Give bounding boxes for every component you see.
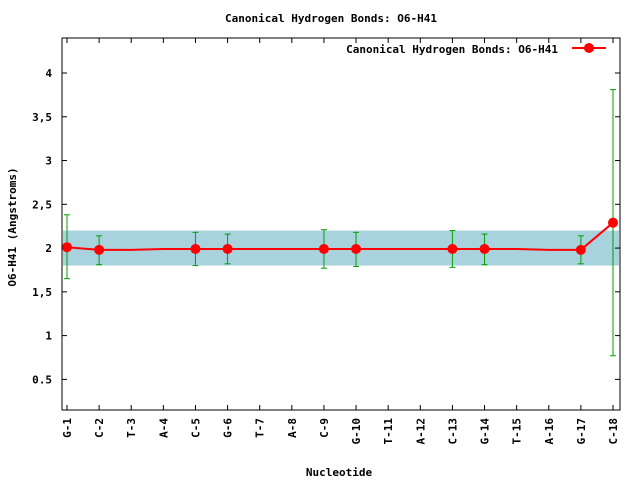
data-point: [318, 243, 329, 254]
x-tick-label: A-12: [414, 418, 427, 445]
data-point: [190, 243, 201, 254]
y-tick-label: 1,5: [32, 286, 52, 299]
x-tick-label: C-5: [189, 418, 202, 438]
x-tick-label: A-8: [286, 418, 299, 438]
y-tick-label: 3: [45, 155, 52, 168]
x-tick-label: A-4: [157, 418, 170, 438]
y-tick-label: 4: [45, 67, 52, 80]
x-tick-label: G-10: [350, 418, 363, 445]
x-tick-label: T-3: [125, 418, 138, 438]
y-tick-label: 3,5: [32, 111, 52, 124]
data-point: [447, 243, 458, 254]
data-point: [62, 242, 72, 253]
y-axis-label: O6-H41 (Angstroms): [6, 167, 19, 286]
x-tick-label: C-2: [93, 418, 106, 438]
data-point: [479, 243, 490, 254]
data-point: [608, 217, 618, 228]
x-axis-label: Nucleotide: [306, 466, 373, 479]
legend: Canonical Hydrogen Bonds: O6-H41: [346, 43, 606, 56]
y-tick-label: 2,5: [32, 198, 52, 211]
x-tick-label: C-18: [607, 418, 620, 445]
series-layer: [62, 89, 618, 357]
x-tick-label: A-16: [543, 418, 556, 445]
x-tick-label: T-15: [511, 418, 524, 445]
x-tick-label: C-9: [318, 418, 331, 438]
data-point: [575, 244, 586, 255]
series-line: [66, 221, 614, 251]
y-tick-label: 2: [45, 242, 52, 255]
y-tick-label: 1: [45, 330, 52, 343]
plot-frame: [61, 37, 621, 411]
data-point: [351, 243, 362, 254]
data-point: [94, 244, 105, 255]
chart-title: Canonical Hydrogen Bonds: O6-H41: [225, 12, 437, 25]
x-tick-label: C-13: [446, 418, 459, 445]
x-tick-label: G-14: [479, 418, 492, 445]
y-tick-label: 0.5: [32, 373, 52, 386]
x-tick-label: G-1: [61, 418, 74, 438]
x-tick-label: G-17: [575, 418, 588, 445]
x-tick-label: G-6: [222, 418, 235, 438]
x-tick-label: T-7: [254, 418, 267, 438]
legend-marker: [584, 43, 594, 53]
axis-ticks-layer: 0.5 1 1,5 2 2,5 3 3,5 4G-1 C-2 T-3 A-4 C-5 G-6 T-7 A-8…: [32, 38, 620, 445]
x-tick-label: T-11: [382, 418, 395, 445]
legend-label: Canonical Hydrogen Bonds: O6-H41: [346, 43, 558, 56]
data-point: [222, 243, 233, 254]
